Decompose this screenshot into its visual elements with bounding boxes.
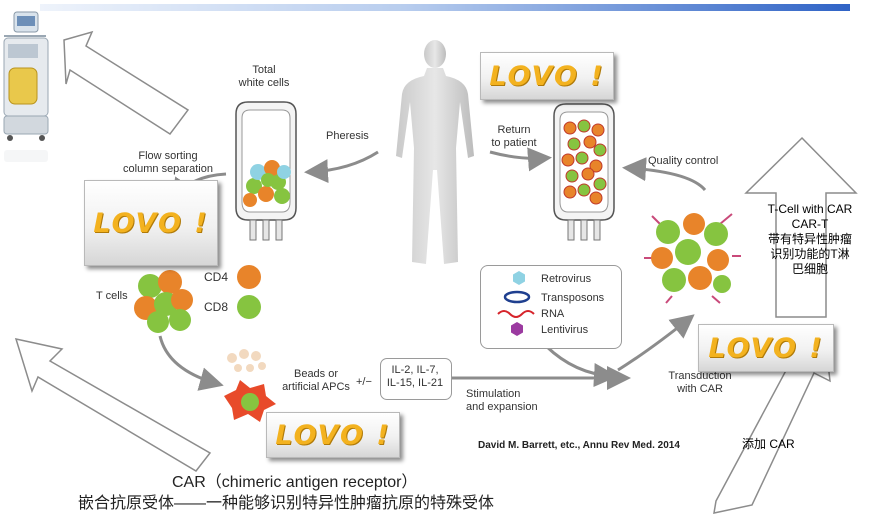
retrovirus-icon [513, 271, 525, 285]
vector-label-rna: RNA [541, 308, 565, 320]
label-pheresis: Pheresis [326, 130, 369, 142]
outline-arrow-right-callout [744, 136, 858, 318]
vector-label-transposons: Transposons [541, 292, 605, 304]
label-cd4: CD4 [204, 270, 229, 284]
label-flow-sorting: Flow sorting column separation [123, 150, 213, 175]
lovo-banner-right: LOVO ! [698, 324, 834, 372]
apheresis-machine-image [0, 8, 58, 168]
label-transduction: Transduction with CAR [668, 370, 732, 395]
callout-car-t-cell: T-Cell with CAR CAR-T 带有特异性肿瘤 识别功能的T淋 巴细… [767, 202, 853, 276]
vector-label-retrovirus: Retrovirus [541, 273, 592, 285]
cd4-cell-icon [237, 265, 261, 289]
car-t-cell-cluster [644, 213, 741, 304]
lovo-banner-left: LOVO ! [84, 180, 218, 266]
header-gradient-bar [40, 4, 850, 11]
label-beads: Beads or artificial APCs [282, 368, 350, 393]
bag-total-white-cells [235, 101, 297, 241]
label-t-cells: T cells [96, 290, 128, 302]
vector-label-lentivirus: Lentivirus [541, 324, 589, 336]
lovo-banner-bottom: LOVO ! [266, 412, 400, 458]
interleukin-label: IL-2, IL-7, IL-15, IL-21 [386, 364, 444, 389]
lovo-banner-top: LOVO ! [480, 52, 614, 100]
vectors-legend-box [480, 265, 622, 349]
human-figure [396, 40, 474, 264]
label-return-to-patient: Return to patient [491, 124, 537, 149]
t-cell-cluster [134, 270, 193, 333]
interleukin-box [380, 358, 452, 400]
label-total-white-cells: Total white cells [238, 64, 290, 89]
beads-icon [227, 349, 266, 372]
transposon-icon [503, 290, 531, 304]
label-quality-control: Quality control [648, 155, 719, 167]
callout-add-car: 添加 CAR [742, 437, 795, 451]
outline-arrow-bottom-left [14, 337, 212, 472]
artificial-apc-icon [224, 380, 276, 422]
outline-arrow-top-left [63, 30, 190, 136]
rna-icon [497, 310, 535, 318]
label-cd8: CD8 [204, 300, 229, 314]
label-stimulation: Stimulation and expansion [466, 388, 538, 413]
citation: David M. Barrett, etc., Annu Rev Med. 20… [478, 440, 680, 451]
caption-car-english: CAR（chimeric antigen receptor） [172, 474, 418, 491]
caption-car-chinese: 嵌合抗原受体——一种能够识别特异性肿瘤抗原的特殊受体 [78, 495, 495, 512]
cd8-cell-icon [237, 295, 261, 319]
bag-return-to-patient [553, 103, 615, 241]
lentivirus-icon [511, 322, 523, 336]
label-plus-minus: +/− [356, 376, 372, 388]
